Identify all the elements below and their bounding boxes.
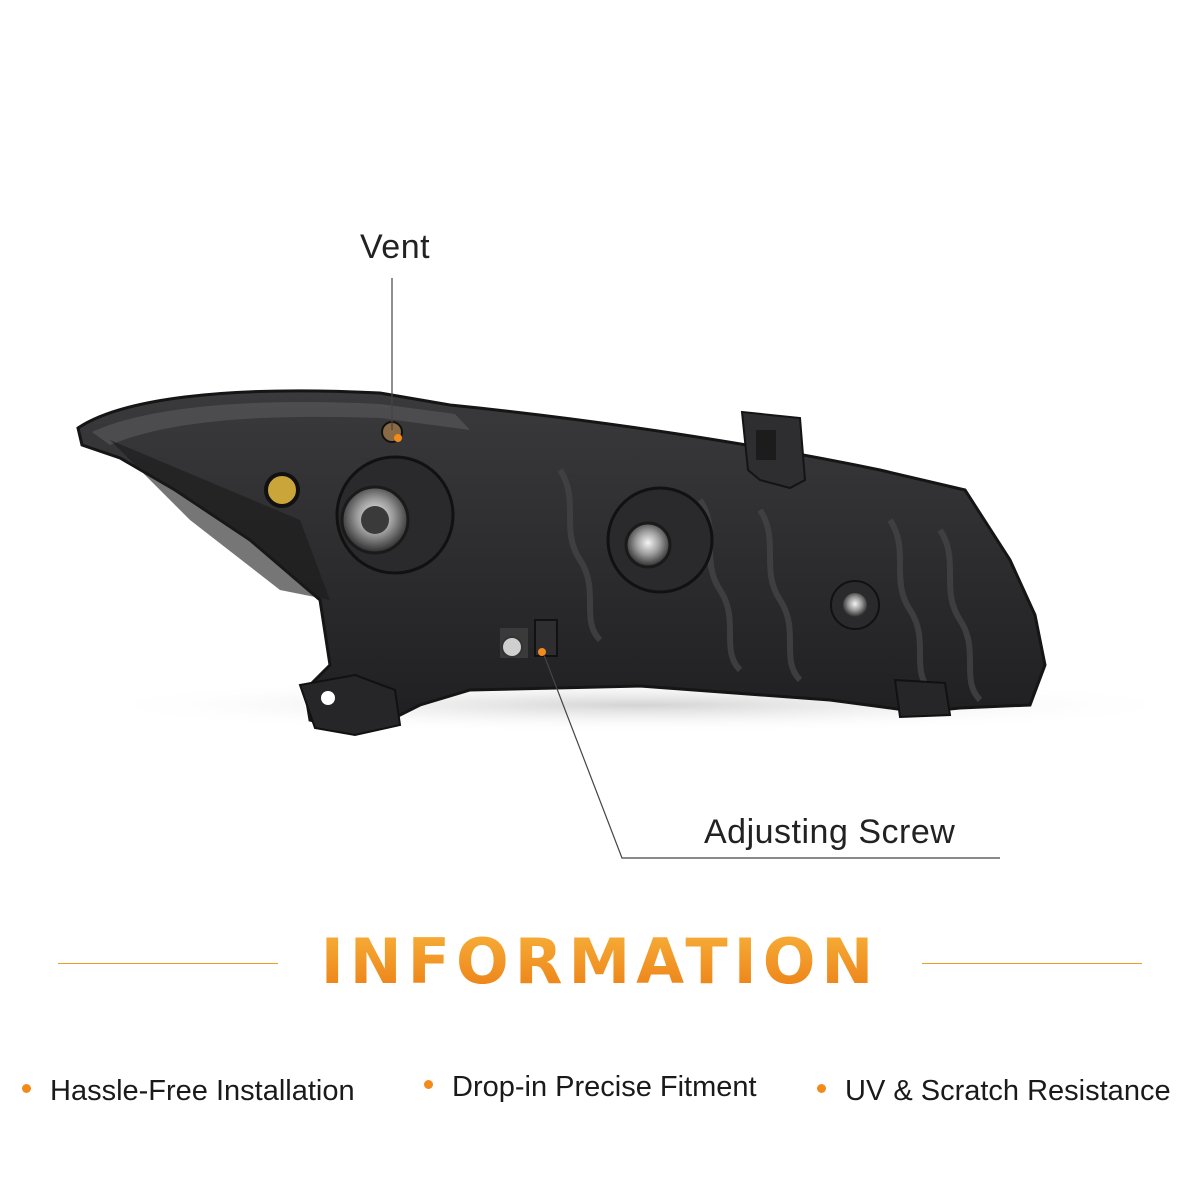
feature-item: UV & Scratch Resistance bbox=[845, 1075, 1171, 1107]
bullet-dot-icon bbox=[817, 1084, 826, 1093]
socket-left bbox=[335, 455, 455, 575]
socket-center bbox=[606, 486, 714, 594]
socket-right bbox=[830, 580, 880, 630]
bracket-left bbox=[298, 673, 402, 737]
title-rule-right bbox=[922, 963, 1142, 964]
title-rule-left bbox=[58, 963, 278, 964]
vent-callout-label: Vent bbox=[360, 228, 431, 266]
bracket-right bbox=[893, 678, 952, 719]
feature-item: Drop-in Precise Fitment bbox=[452, 1071, 757, 1103]
amber-bulb bbox=[264, 472, 300, 508]
feature-item: Hassle-Free Installation bbox=[50, 1075, 355, 1107]
adjusting-screw bbox=[500, 619, 558, 658]
bullet-dot-icon bbox=[22, 1084, 31, 1093]
section-title: INFORMATION bbox=[0, 925, 1200, 998]
screw-leader-line bbox=[543, 654, 1000, 859]
bullet-dot-icon bbox=[424, 1080, 433, 1089]
adjusting-screw-callout-label: Adjusting Screw bbox=[704, 813, 956, 851]
